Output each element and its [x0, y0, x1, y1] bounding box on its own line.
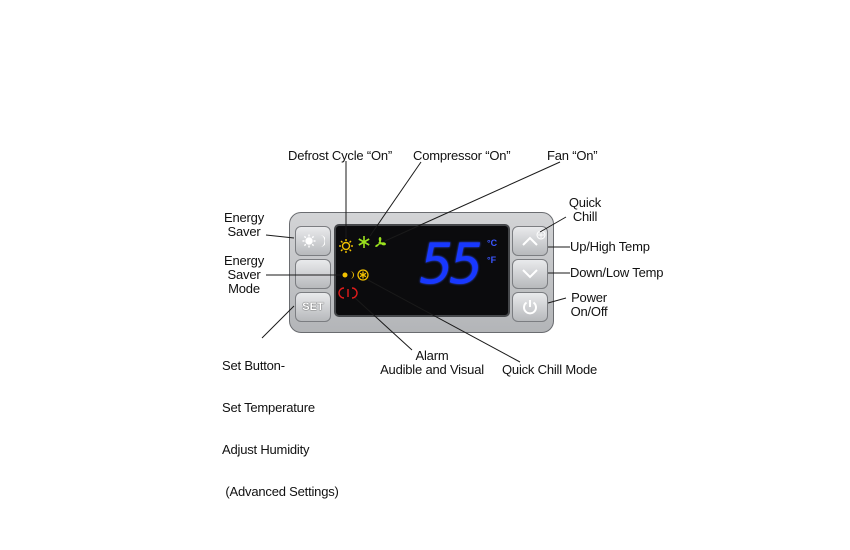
energy-saver-label: Energy Saver	[224, 210, 264, 239]
quick-chill-mode-leader	[367, 279, 521, 363]
power-leader	[547, 297, 567, 304]
quick-chill-label: Quick Chill	[568, 195, 602, 224]
compressor-leader	[369, 161, 422, 237]
set-button-label: Set Button- Set Temperature Adjust Humid…	[222, 358, 339, 499]
defrost-cycle-label: Defrost Cycle “On”	[288, 148, 393, 163]
down-low-temp-label: Down/Low Temp	[570, 265, 664, 280]
alarm-icon	[338, 287, 358, 299]
snowflake-icon	[358, 236, 370, 248]
fan-icon	[375, 237, 386, 247]
mode-button[interactable]	[295, 259, 331, 289]
set-button-leader	[261, 305, 295, 339]
fan-leader	[384, 161, 561, 242]
quick-chill-mode-label: Quick Chill Mode	[502, 362, 598, 377]
energy-saver-mode-icon	[342, 271, 354, 279]
temperature-readout: 55	[420, 232, 483, 297]
sun-moon-icon	[302, 234, 325, 248]
quick-chill-icon	[357, 269, 369, 281]
power-button[interactable]	[512, 292, 548, 322]
unit-fahrenheit: °F	[487, 255, 497, 265]
set-button-text: SET	[302, 301, 324, 313]
alarm-leader	[353, 296, 413, 351]
defrost-icon	[339, 239, 353, 253]
energy-saver-mode-label: Energy Saver Mode	[224, 253, 264, 296]
down-button[interactable]	[512, 259, 548, 289]
quick-chill-leader	[539, 216, 567, 233]
unit-celsius: °C	[487, 238, 498, 248]
compressor-label: Compressor “On”	[413, 148, 511, 163]
energy-saver-leader	[265, 234, 295, 239]
alarm-label: Alarm Audible and Visual	[380, 348, 484, 377]
set-button[interactable]: SET	[295, 292, 331, 322]
fan-label: Fan “On”	[547, 148, 598, 163]
up-high-temp-label: Up/High Temp	[570, 239, 650, 254]
energy-saver-button[interactable]	[295, 226, 331, 256]
chevron-up-icon	[522, 236, 538, 246]
power-label: Power On/Off	[570, 290, 608, 319]
chevron-down-icon	[522, 269, 538, 279]
power-icon	[523, 300, 537, 315]
